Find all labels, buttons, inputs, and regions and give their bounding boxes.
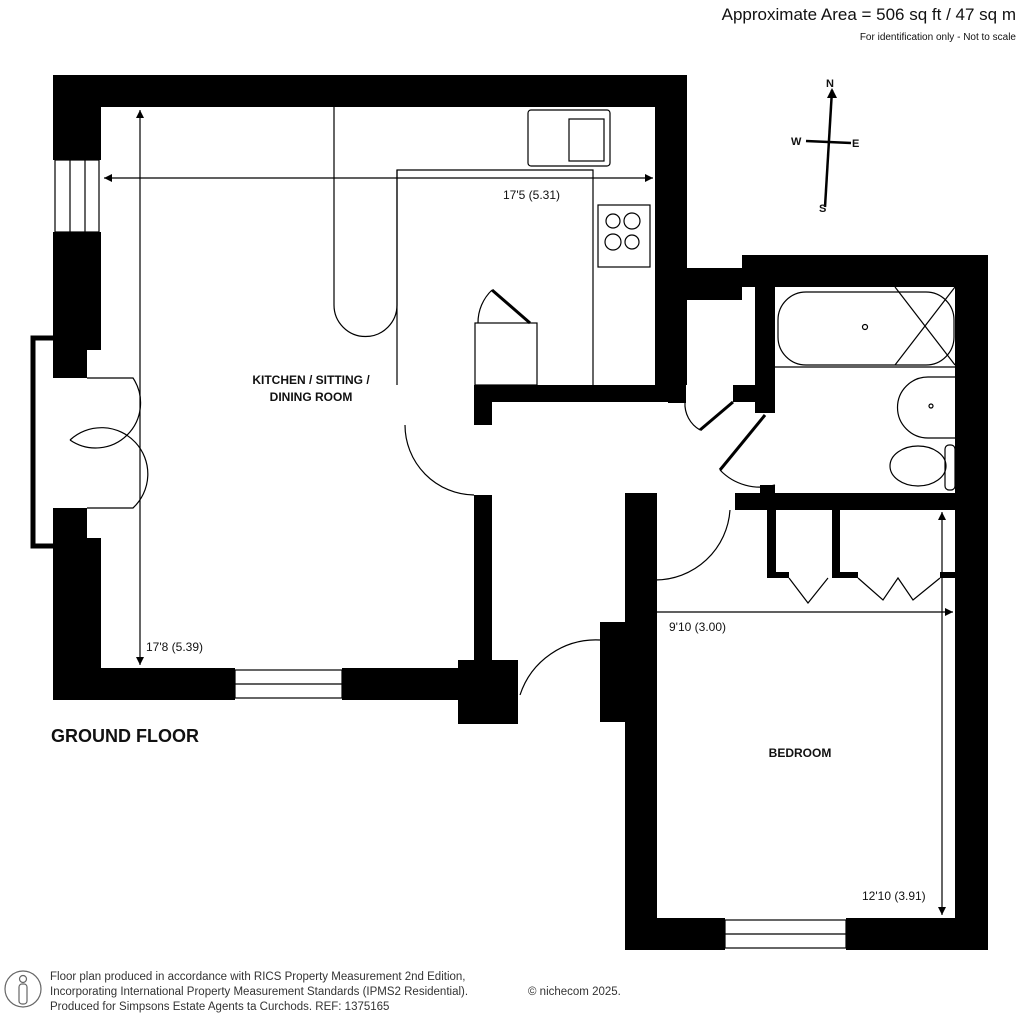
footer-line2: Incorporating International Property Mea…	[50, 986, 469, 998]
footer-line1: Floor plan produced in accordance with R…	[50, 971, 466, 983]
room-name-line1: KITCHEN / SITTING /	[252, 373, 370, 387]
room-label-kitchen: KITCHEN / SITTING / DINING ROOM	[236, 372, 386, 406]
arrowheads	[104, 88, 953, 915]
footer-notes: Floor plan produced in accordance with R…	[50, 970, 621, 1015]
approximate-area: Approximate Area = 506 sq ft / 47 sq m	[721, 5, 1016, 24]
compass-south: S	[819, 203, 827, 215]
bedroom-length-dim: 12'10 (3.91)	[862, 889, 926, 903]
walls	[53, 75, 988, 950]
room-name-line2: DINING ROOM	[269, 390, 353, 404]
compass-north: N	[826, 78, 834, 90]
scale-disclaimer: For identification only - Not to scale	[859, 32, 1016, 43]
kitchen-length-dim: 17'8 (5.39)	[146, 640, 203, 654]
compass-west: W	[791, 136, 802, 148]
footer-line3: Produced for Simpsons Estate Agents ta C…	[50, 1001, 390, 1013]
fixtures	[30, 89, 956, 949]
bedroom-width-dim: 9'10 (3.00)	[669, 620, 726, 634]
person-icon	[4, 970, 42, 1008]
copyright: © nichecom 2025.	[528, 986, 621, 998]
compass-east: E	[852, 138, 860, 150]
room-label-bedroom: BEDROOM	[768, 746, 832, 760]
kitchen-width-dim: 17'5 (5.31)	[503, 188, 560, 202]
floor-label: GROUND FLOOR	[51, 726, 199, 746]
